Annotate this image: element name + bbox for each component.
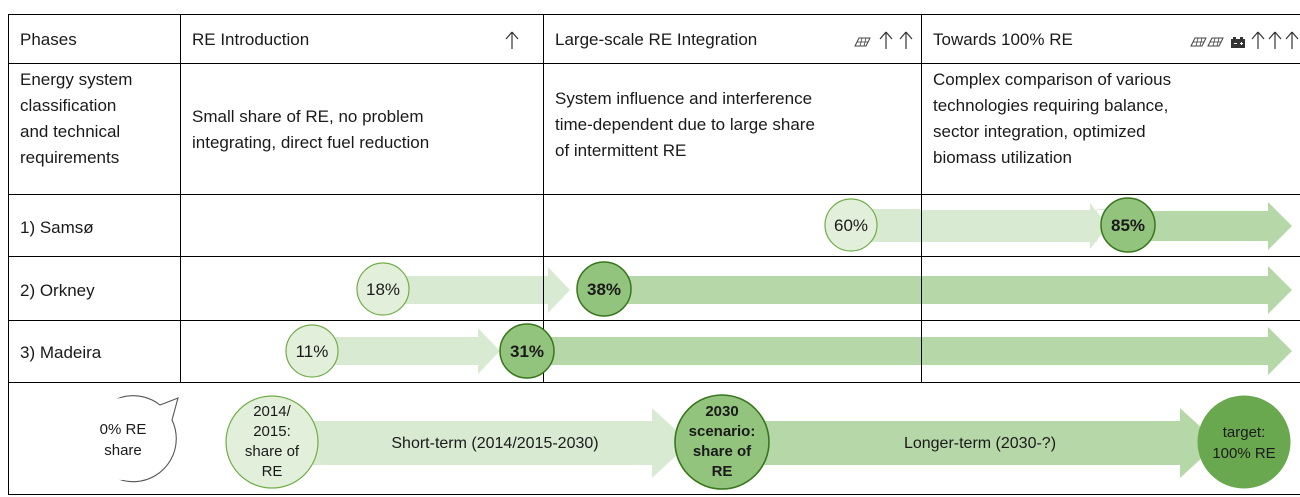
samso-scenario-circle [1100,197,1156,253]
madeira-start-value: 11% [296,342,329,361]
longer-term-label: Longer-term (2030-?) [904,435,1056,452]
legend-baseline-line: share of [245,443,300,460]
samso-arrow-future [1120,202,1292,250]
phase1-description: Small share of RE, no problem integratin… [192,107,429,152]
wind-turbine-icon [505,31,519,50]
madeira-scenario-value: 31% [510,342,544,361]
phase3-icons [1190,31,1299,50]
samso-scenario-value: 85% [1111,216,1145,235]
legend-baseline-line: RE [262,463,283,480]
legend-arrows [300,408,1218,478]
legend-target-circle: target: 100% RE [1197,395,1291,489]
classification-label-line: requirements [20,148,119,167]
legend-scenario-shape [674,394,770,490]
orkney-start-value: 18% [366,280,400,299]
legend-scenario-line: 2030 [705,403,738,420]
legend-zero-fill [82,398,164,480]
wind-turbine-icon [879,31,893,50]
phase2-icons [854,31,913,50]
phase2-description-line: time-dependent due to large share [555,115,815,134]
phase1-description-line: Small share of RE, no problem [192,107,424,126]
row-label-madeira: 3) Madeira [20,343,102,362]
madeira-arrow-future [530,327,1292,375]
orkney-arrow-future [600,266,1292,314]
phases-label: Phases [20,30,77,49]
table-grid [8,14,1300,495]
wind-turbine-icon [1285,31,1299,50]
solar-panel-icon [1207,37,1224,47]
classification-label-line: Energy system [20,70,132,89]
row-label-orkney: 2) Orkney [20,281,95,300]
legend-zero-line: 0% RE [100,421,147,438]
phase3-description-line: biomass utilization [933,148,1072,167]
legend-baseline-line: 2015: [253,423,291,440]
wind-turbine-icon [1251,31,1265,50]
solar-panel-icon [1190,37,1207,47]
battery-icon [1230,36,1246,49]
row-label-samso: 1) Samsø [20,218,94,237]
legend-scenario-line: RE [712,463,733,480]
phase1-title: RE Introduction [192,30,309,49]
samso-arrow-head-current [1090,203,1108,249]
legend-baseline-circle: 2014/ 2015: share of RE [225,395,319,489]
phase1-description-line: integrating, direct fuel reduction [192,133,429,152]
madeira-arrows [330,327,1292,375]
longer-term-arrow [748,408,1218,478]
solar-panel-icon [854,37,871,47]
legend-scenario-line: share of [693,443,752,460]
samso-arrow-current [870,209,1120,242]
legend-baseline-line: 2014/ [253,403,291,420]
legend-target-shape [1197,395,1291,489]
phase3-description: Complex comparison of various technologi… [933,70,1171,167]
phase2-description-line: System influence and interference [555,89,812,108]
phase3-description-line: sector integration, optimized [933,122,1146,141]
orkney-arrow-current [400,267,570,313]
wind-turbine-icon [1268,31,1282,50]
legend-zero-line: share [104,442,142,459]
legend-baseline-shape [225,395,319,489]
samso-arrows [870,202,1292,250]
orkney-scenario-value: 38% [587,280,621,299]
samso-start-value: 60% [834,216,868,235]
phase2-title: Large-scale RE Integration [555,30,757,49]
legend-zero-bubble: 0% RE share [82,395,179,483]
legend-target-line: 100% RE [1212,445,1275,462]
classification-label-line: classification [20,96,116,115]
phase3-title: Towards 100% RE [933,30,1073,49]
classification-label-line: and technical [20,122,120,141]
short-term-label: Short-term (2014/2015-2030) [391,435,598,452]
madeira-start-circle [285,324,339,378]
phase2-description: System influence and interference time-d… [555,89,815,160]
legend-scenario-line: scenario: [689,423,756,440]
legend-target-line: target: [1223,424,1266,441]
madeira-scenario-circle [499,323,555,379]
short-term-arrow [300,408,690,478]
orkney-scenario-circle [576,261,632,317]
classification-label: Energy system classification and technic… [20,70,132,167]
samso-start-circle [824,198,878,252]
orkney-arrows [400,266,1292,314]
madeira-arrow-current [330,328,500,374]
wind-turbine-icon [899,31,913,50]
phase2-description-line: of intermittent RE [555,141,686,160]
phase3-description-line: technologies requiring balance, [933,96,1168,115]
orkney-start-circle [356,262,410,316]
legend-scenario-circle: 2030 scenario: share of RE [674,394,770,490]
phase3-description-line: Complex comparison of various [933,70,1171,89]
phase1-icons [505,31,519,50]
